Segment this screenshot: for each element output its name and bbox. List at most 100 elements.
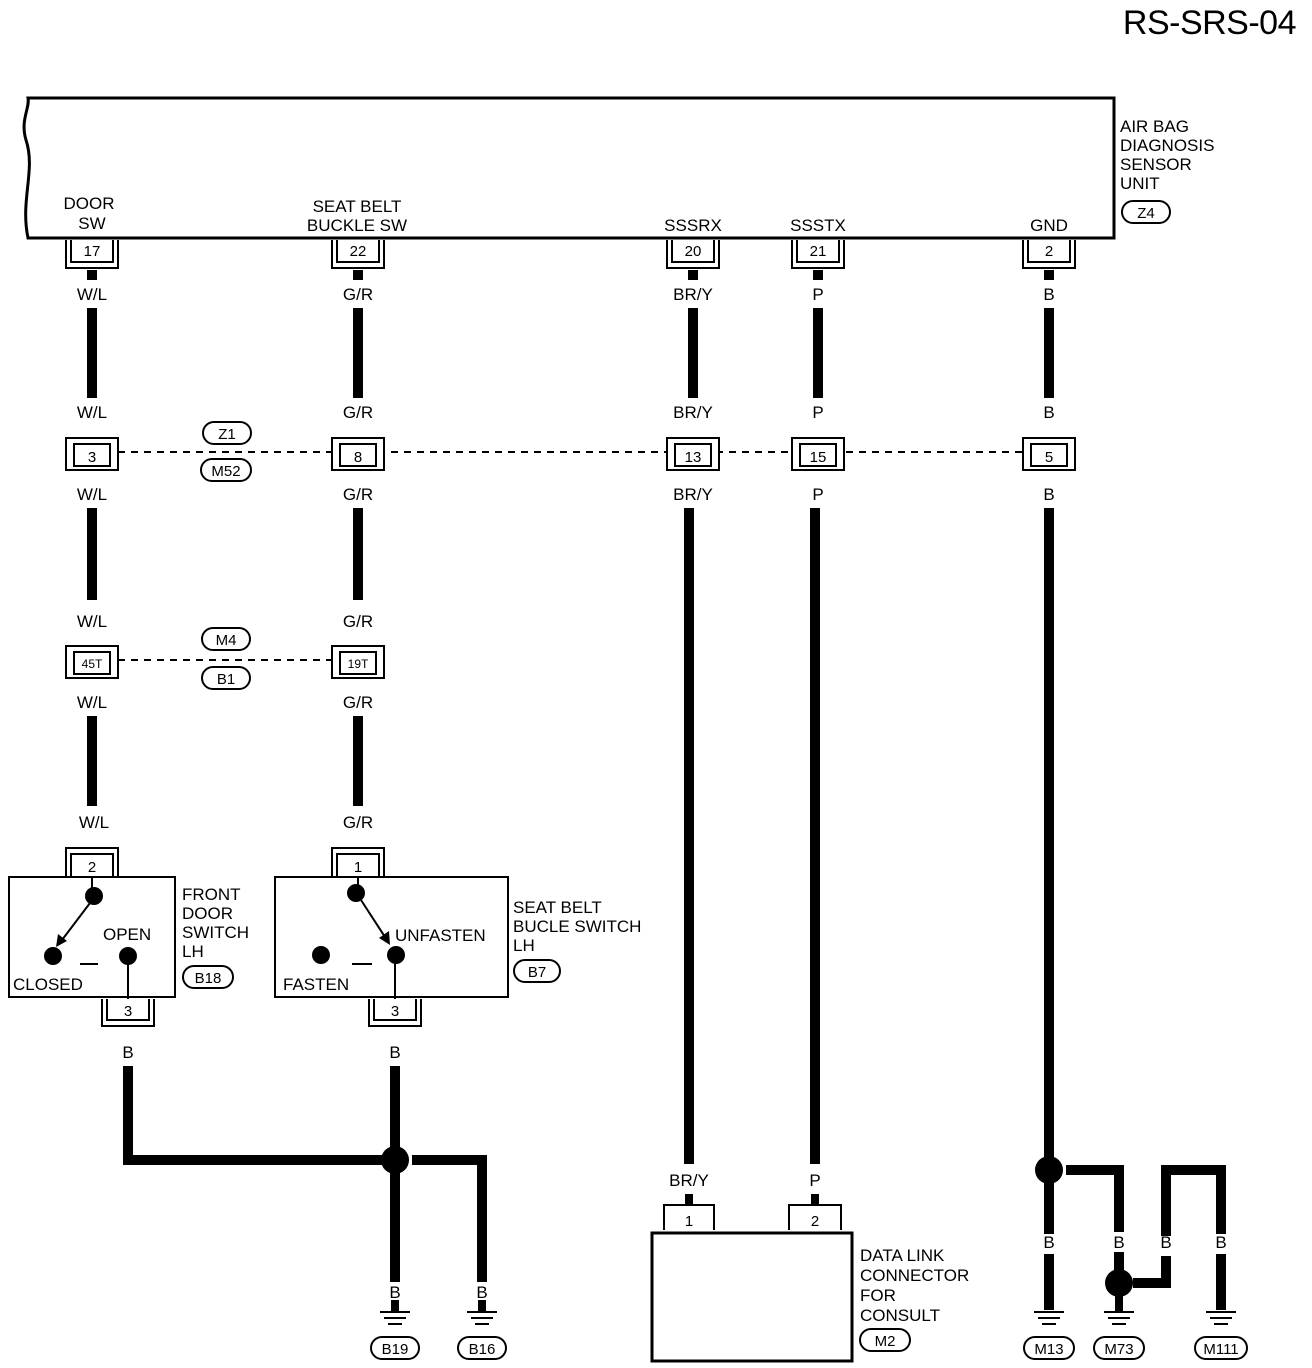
- buckle-switch-state-fasten: FASTEN: [283, 975, 349, 994]
- buckle-switch-pin-top: 1: [354, 859, 362, 876]
- door-switch-connector-id: B18: [195, 970, 222, 987]
- wire-color-label: G/R: [343, 485, 373, 504]
- junction-pin-number: 13: [685, 449, 702, 466]
- door-switch-name-line: FRONT: [182, 885, 241, 904]
- door-switch-name-line: DOOR: [182, 904, 233, 923]
- unit-name-line: DIAGNOSIS: [1120, 136, 1214, 155]
- wire-color-label: W/L: [77, 285, 107, 304]
- wire-color-label: B: [1043, 285, 1054, 304]
- wire-color-label: B: [1160, 1233, 1171, 1252]
- wire-color-label: W/L: [79, 813, 109, 832]
- wire-color-label: BR/Y: [673, 285, 713, 304]
- unit-connector-badge: [1121, 200, 1171, 224]
- sensor-unit-box: [22, 96, 1116, 240]
- data-link-name-line: CONSULT: [860, 1306, 940, 1325]
- door-switch-pin-bottom: 3: [124, 1003, 132, 1020]
- wire-color-label: B: [389, 1283, 400, 1302]
- wire-color-label: W/L: [77, 485, 107, 504]
- ground-id-m73: M73: [1104, 1341, 1133, 1358]
- wire-color-label: B: [1215, 1233, 1226, 1252]
- unit-pins: [65, 240, 1076, 269]
- junction-pin-number: 3: [88, 449, 96, 466]
- buckle-switch-name-line: LH: [513, 936, 535, 955]
- wire-color-label: B: [1113, 1233, 1124, 1252]
- unit-name-line: AIR BAG: [1120, 117, 1189, 136]
- wire-color-label: G/R: [343, 403, 373, 422]
- junction-pin-number: 8: [354, 449, 362, 466]
- buckle-switch-pin-bottom: 3: [391, 1003, 399, 1020]
- wire-color-label: BR/Y: [673, 403, 713, 422]
- data-link-connector-id: M2: [875, 1333, 896, 1350]
- unit-connector-id: Z4: [1137, 205, 1155, 222]
- unit-pin-number: 20: [685, 243, 702, 260]
- door-switch-state-open: OPEN: [103, 925, 151, 944]
- ground-id-m111: M111: [1203, 1341, 1238, 1358]
- ground-id-m13: M13: [1034, 1341, 1063, 1358]
- wire-color-label: G/R: [343, 813, 373, 832]
- wire-color-label: P: [812, 285, 823, 304]
- wire-color-label: W/L: [77, 612, 107, 631]
- junction-pin-number: 5: [1045, 449, 1053, 466]
- wire-color-label: P: [812, 485, 823, 504]
- buckle-switch-name-line: BUCLE SWITCH: [513, 917, 641, 936]
- terminal-label-buckle-sw: SEAT BELT: [313, 197, 402, 216]
- buckle-switch-state-unfasten: UNFASTEN: [395, 926, 486, 945]
- connector-id-b1: B1: [217, 671, 235, 688]
- data-link-name-line: CONNECTOR: [860, 1266, 969, 1285]
- door-switch-name-line: LH: [182, 942, 204, 961]
- junction-z1-m52: [65, 421, 1076, 482]
- wire-color-label: B: [389, 1043, 400, 1062]
- wire-color-label: B: [1043, 403, 1054, 422]
- terminal-label-door-sw: SW: [78, 214, 105, 233]
- wire-color-label: BR/Y: [669, 1171, 709, 1190]
- data-link-pin: 2: [811, 1213, 819, 1230]
- unit-pin-number: 17: [84, 243, 101, 260]
- front-door-switch: [8, 847, 176, 1027]
- data-link-name-line: FOR: [860, 1286, 896, 1305]
- terminal-label-gnd: GND: [1030, 216, 1068, 235]
- terminal-label-sssrx: SSSRX: [664, 216, 722, 235]
- wire-color-label: W/L: [77, 403, 107, 422]
- wire-color-label: B: [122, 1043, 133, 1062]
- unit-pin-number: 21: [810, 243, 827, 260]
- junction-pin-number: 45T: [82, 657, 103, 671]
- buckle-switch-connector-id: B7: [528, 964, 546, 981]
- page-code: RS-SRS-04: [1123, 4, 1296, 42]
- junction-pin-number: 15: [810, 449, 827, 466]
- wire-color-label: P: [812, 403, 823, 422]
- connector-id-m4: M4: [216, 632, 237, 649]
- wires: [87, 270, 1226, 1310]
- right-splice-and-grounds: [1023, 1156, 1248, 1360]
- ground-id-b19: B19: [382, 1341, 409, 1358]
- door-switch-connector-badge: [182, 965, 234, 989]
- data-link-name-line: DATA LINK: [860, 1246, 945, 1265]
- unit-name-line: SENSOR: [1120, 155, 1192, 174]
- wire-color-label: B: [1043, 1233, 1054, 1252]
- ground-id-b16: B16: [469, 1341, 496, 1358]
- data-link-pin: 1: [685, 1213, 693, 1230]
- unit-name-line: UNIT: [1120, 174, 1160, 193]
- junction-m4-b1: [65, 627, 385, 690]
- wire-color-label: G/R: [343, 285, 373, 304]
- buckle-switch: [274, 847, 509, 1027]
- sensor-unit-label: AIR BAG DIAGNOSIS SENSOR UNIT Z4: [1120, 117, 1214, 224]
- buckle-switch-connector-badge: [513, 959, 561, 983]
- door-switch-pin-top: 2: [88, 859, 96, 876]
- wire-color-label: G/R: [343, 693, 373, 712]
- buckle-switch-name-line: SEAT BELT: [513, 898, 602, 917]
- unit-pin-number: 2: [1045, 243, 1053, 260]
- connector-id-m52: M52: [211, 463, 240, 480]
- wire-color-label: B: [476, 1283, 487, 1302]
- data-link-connector: [650, 1194, 911, 1363]
- door-switch-name-line: SWITCH: [182, 923, 249, 942]
- connector-id-z1: Z1: [218, 426, 236, 443]
- wire-color-label: B: [1043, 485, 1054, 504]
- wire-color-label: W/L: [77, 693, 107, 712]
- terminal-label-ssstx: SSSTX: [790, 216, 846, 235]
- unit-pin-number: 22: [350, 243, 367, 260]
- wire-color-label: G/R: [343, 612, 373, 631]
- wire-color-label: P: [809, 1171, 820, 1190]
- terminal-label-buckle-sw: BUCKLE SW: [307, 216, 407, 235]
- door-switch-state-closed: CLOSED: [13, 975, 83, 994]
